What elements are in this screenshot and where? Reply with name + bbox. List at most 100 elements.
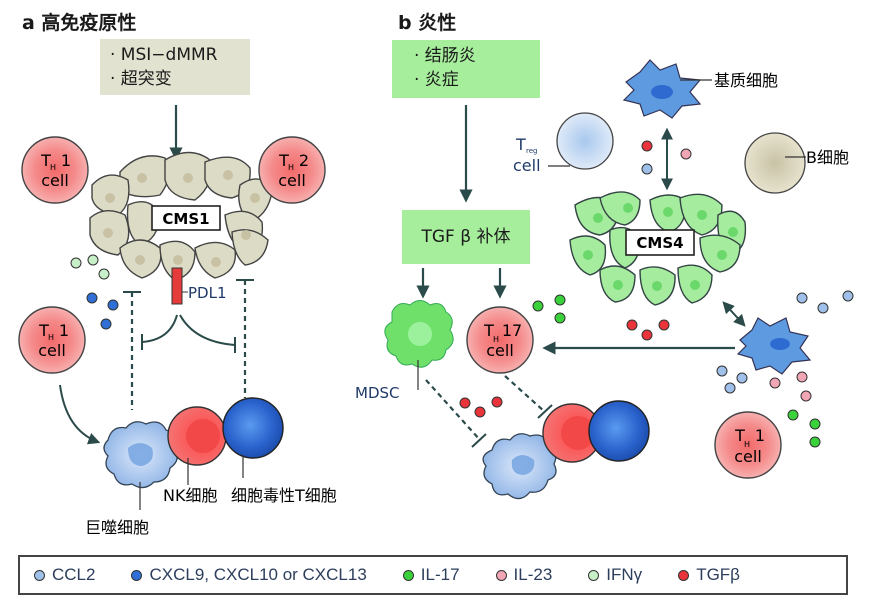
il23-dot xyxy=(800,390,812,402)
cms4-label-box xyxy=(625,229,695,256)
svg-text:cell: cell xyxy=(41,171,69,190)
panel-b-il17-dots xyxy=(532,294,566,324)
ccl2-dot xyxy=(796,292,808,304)
mdsc-cell xyxy=(384,300,454,368)
mdsc-label: MDSC xyxy=(355,384,400,402)
svg-text:T: T xyxy=(40,151,51,170)
dashed-inhibit-th17 xyxy=(504,375,546,413)
panel-b-cytokines-top xyxy=(641,140,692,175)
macrophage-cell-a xyxy=(103,421,178,489)
ccl2-dot xyxy=(641,163,653,175)
b-cell-label: B细胞 xyxy=(806,148,849,167)
il17-dot xyxy=(532,300,544,312)
ifng-dot xyxy=(98,268,110,280)
cxcl-dot xyxy=(86,292,98,304)
panel-b-title: b 炎性 xyxy=(398,12,457,34)
tgfb-legend-icon xyxy=(678,569,690,581)
tgfb-dot xyxy=(658,319,670,331)
cms1-label-box xyxy=(151,205,221,231)
il17-dot xyxy=(554,312,566,324)
treg-label-cell: cell xyxy=(513,156,541,175)
cytotoxic-t-cell-b xyxy=(588,400,650,462)
ccl2-legend-icon xyxy=(34,569,45,581)
panel-a-title: a 高免疫原性 xyxy=(22,12,137,34)
th1-cell-right: T H 1 cell xyxy=(714,411,782,479)
legend-label: TGFβ xyxy=(696,565,740,584)
svg-text:1: 1 xyxy=(61,151,71,170)
nk-cell-label: NK细胞 xyxy=(163,486,217,505)
panel-a-trigger-box: · MSI−dMMR · 超突变 xyxy=(100,39,250,95)
svg-text:2: 2 xyxy=(299,151,309,170)
panel-a-cytokines xyxy=(70,254,119,330)
legend-item-il23: IL-23 xyxy=(495,565,552,585)
legend-label: IL-17 xyxy=(420,565,460,584)
svg-text:17: 17 xyxy=(502,321,522,340)
svg-text:T: T xyxy=(278,151,289,170)
svg-text:cell: cell xyxy=(734,447,762,466)
tgfb-dot xyxy=(491,396,503,408)
trigger-line: · 超突变 xyxy=(110,69,172,89)
th1-cell-left: T H 1 cell xyxy=(18,306,86,374)
treg-label-t: T xyxy=(515,135,526,154)
il23-dot xyxy=(680,148,692,160)
svg-text:H: H xyxy=(744,440,750,449)
nk-cell-b xyxy=(542,403,602,463)
th17-cell: T H 17 cell xyxy=(466,306,534,374)
trigger-line: · MSI−dMMR xyxy=(110,45,218,65)
legend-item-cxcl: CXCL9, CXCL10 or CXCL13 xyxy=(131,565,367,585)
tgfb-dot xyxy=(626,319,638,331)
pdl1-label: PDL1 xyxy=(188,284,227,302)
ccl2-dot xyxy=(736,372,748,384)
th2-cell: T H 2 cell xyxy=(258,136,326,204)
legend-item-il17: IL-17 xyxy=(402,565,460,585)
ccl2-dot xyxy=(724,382,736,394)
ccl2-dot xyxy=(716,365,728,377)
cxcl-legend-icon xyxy=(131,569,143,581)
arrow-th1-to-macrophage xyxy=(59,384,101,445)
stromal-cell-label: 基质细胞 xyxy=(714,71,778,90)
panel-b-tgfb-dots xyxy=(626,319,670,341)
svg-text:cell: cell xyxy=(278,171,306,190)
svg-text:1: 1 xyxy=(755,426,765,445)
legend-label: CCL2 xyxy=(52,565,96,584)
svg-text:1: 1 xyxy=(59,321,69,340)
ccl2-dot xyxy=(817,302,829,314)
svg-text:H: H xyxy=(288,163,294,172)
dashed-inhibit-mdsc xyxy=(425,379,481,441)
svg-text:cell: cell xyxy=(486,341,514,360)
inhibit-arc-left xyxy=(141,314,178,343)
ifng-dot xyxy=(87,254,99,266)
cxcl-dot xyxy=(100,318,112,330)
cms4-label: CMS4 xyxy=(636,234,683,252)
il23-dot xyxy=(769,377,781,389)
panel-b-cytokines-right xyxy=(716,290,854,448)
il17-legend-icon xyxy=(402,569,414,581)
treg-cell xyxy=(556,112,614,170)
inhibit-arc-right xyxy=(179,314,236,346)
cxcl-dot xyxy=(107,299,119,311)
stromal-cell-right xyxy=(736,317,812,375)
tgfb-dot xyxy=(641,140,653,152)
legend-item-ifng: IFNγ xyxy=(588,565,642,585)
nk-cell-a xyxy=(167,406,227,466)
th1-cell-top: T H 1 cell xyxy=(21,136,89,204)
il23-legend-icon xyxy=(495,569,507,581)
il17-dot xyxy=(809,418,821,430)
legend-label: IFNγ xyxy=(606,565,643,584)
treg-label-sub: reg xyxy=(526,147,537,155)
svg-text:T: T xyxy=(734,426,745,445)
il17-dot xyxy=(809,436,821,448)
il17-dot xyxy=(787,409,799,421)
svg-text:H: H xyxy=(48,333,54,342)
trigger-line: · 炎症 xyxy=(414,70,459,90)
panel-b-trigger-box: · 结肠炎 · 炎症 xyxy=(392,40,540,98)
svg-text:H: H xyxy=(493,335,499,344)
ccl2-dot xyxy=(842,290,854,302)
macrophage-cell-b xyxy=(482,433,557,500)
ifng-dot xyxy=(70,257,82,269)
tgfb-dot xyxy=(474,406,486,418)
cms4-nuclei xyxy=(583,203,738,291)
panel-b-tgfb-dots-low xyxy=(459,396,503,418)
svg-text:cell: cell xyxy=(38,341,66,360)
cms1-label: CMS1 xyxy=(162,210,209,228)
